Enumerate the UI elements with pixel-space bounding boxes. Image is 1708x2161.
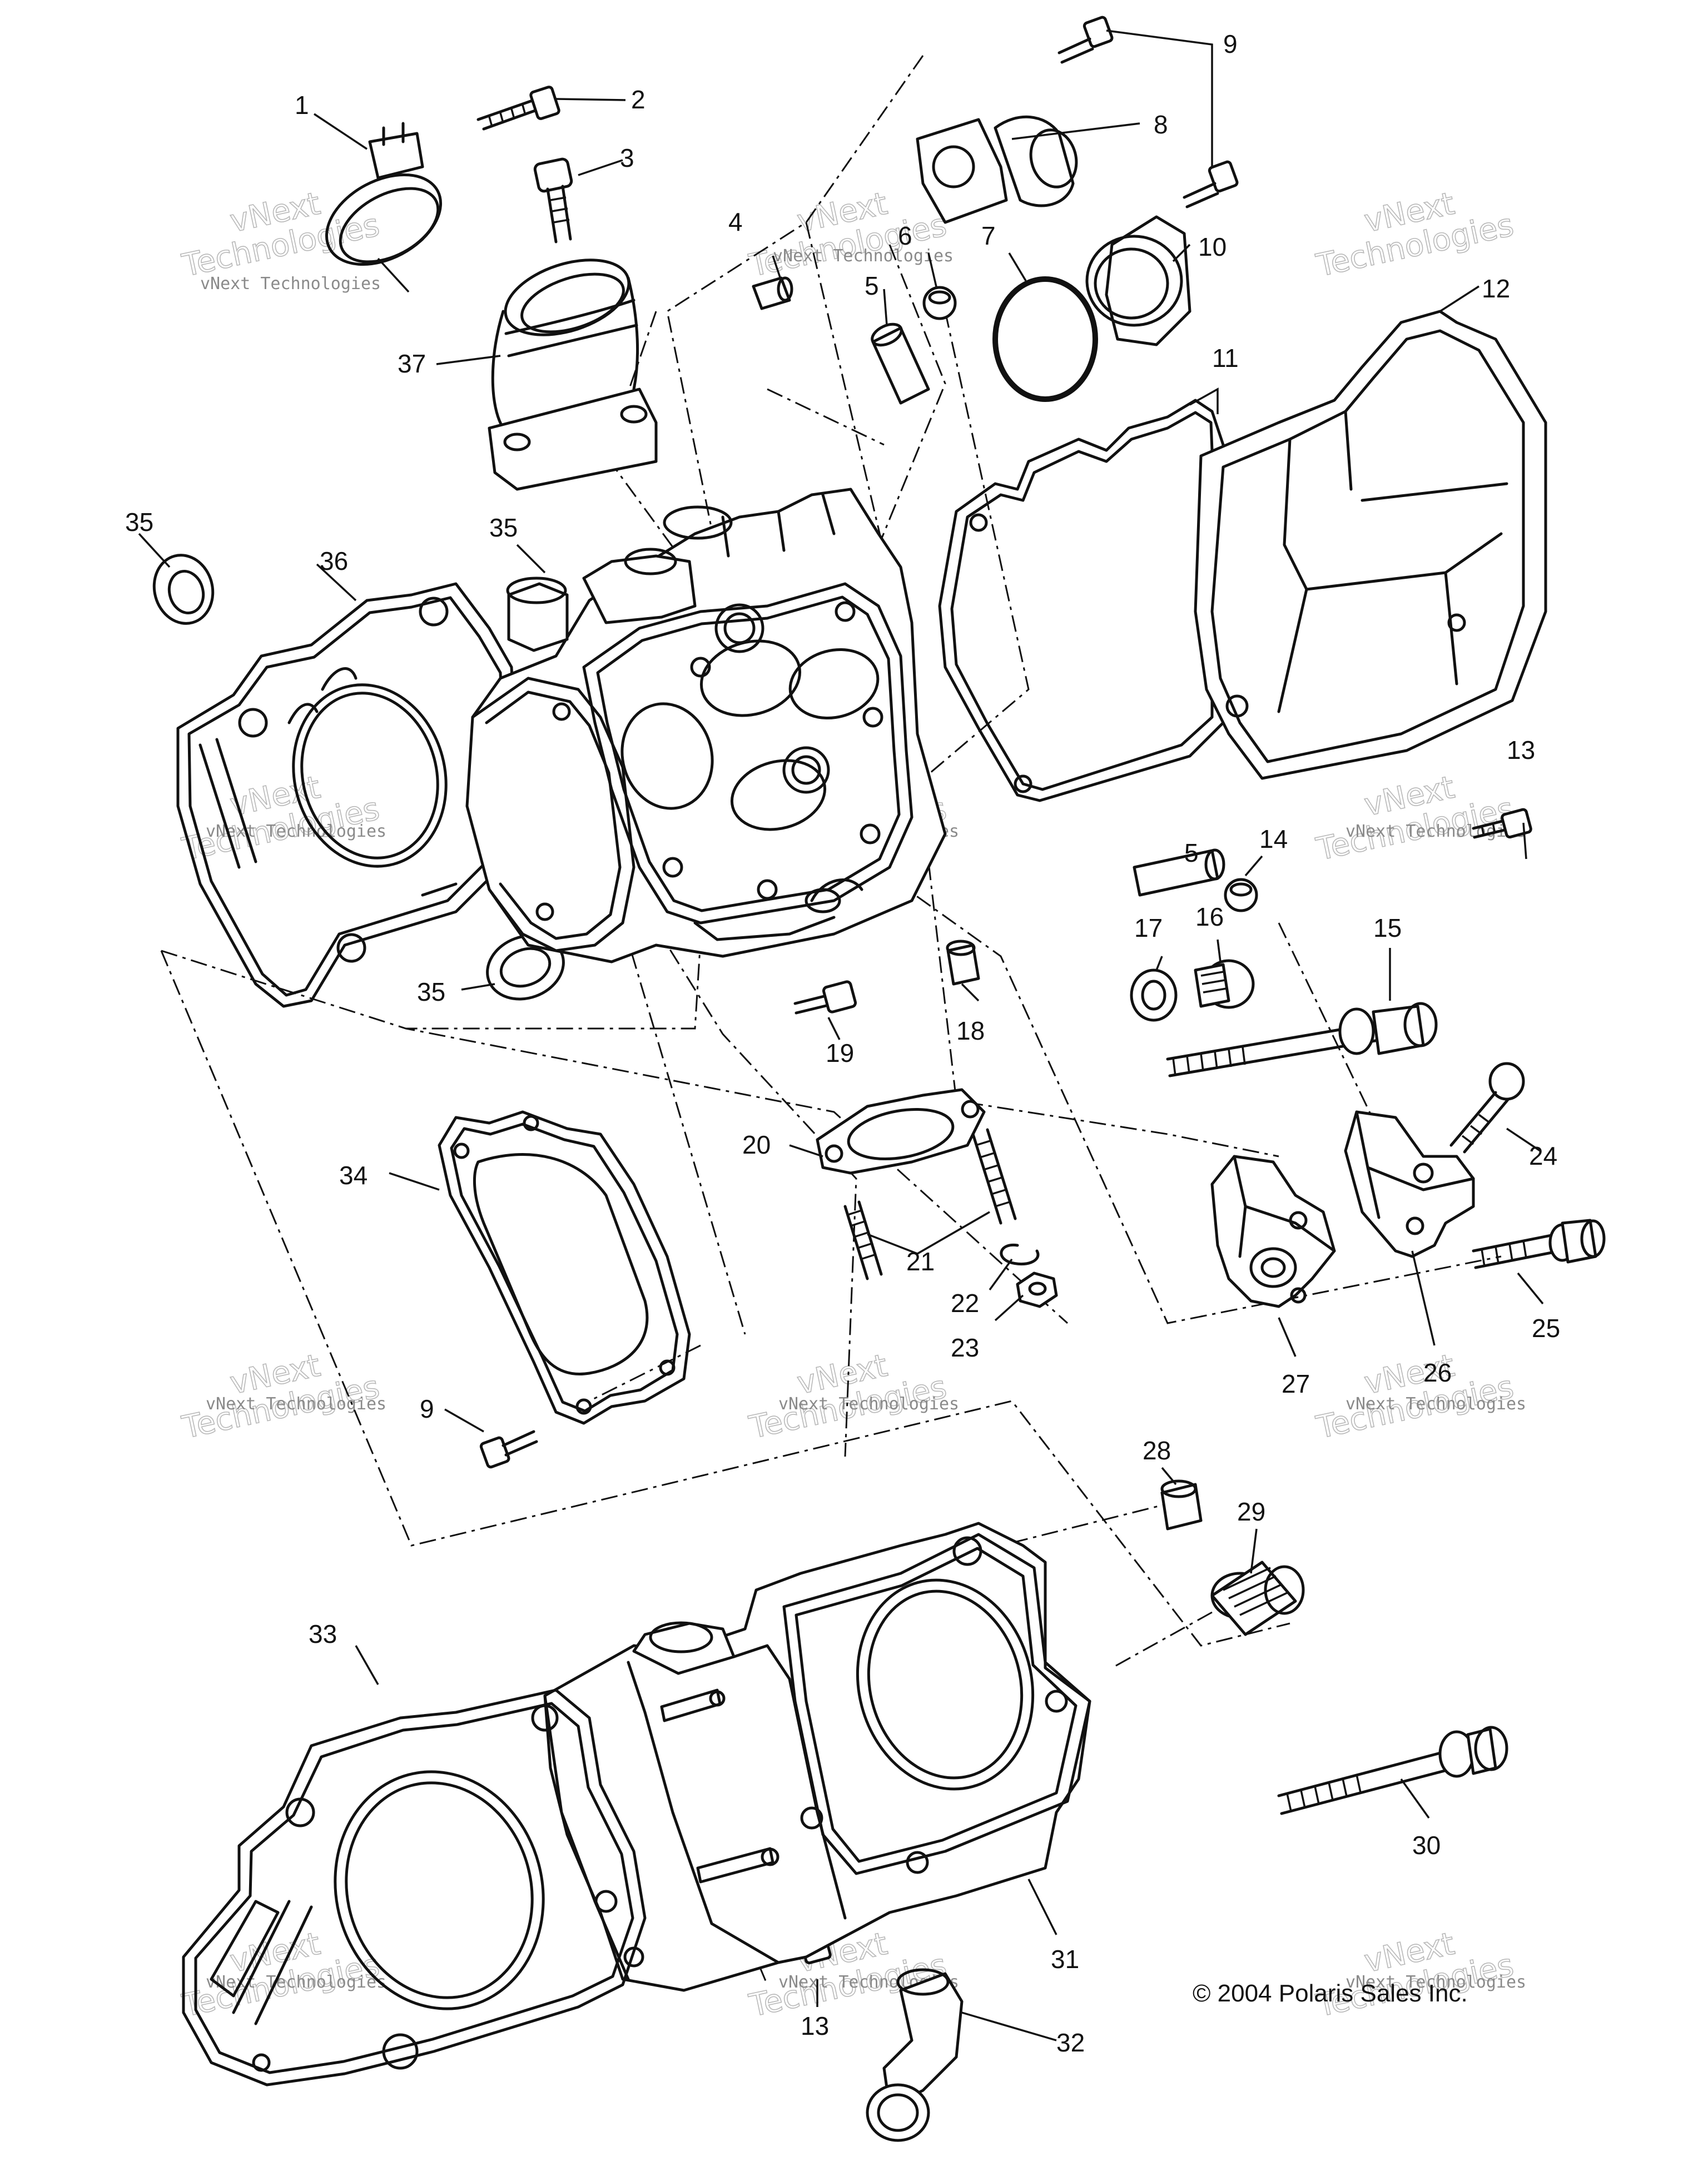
copyright-notice: © 2004 Polaris Sales Inc. <box>1193 1980 1468 2007</box>
part-16-sleeve <box>1194 959 1255 1009</box>
part-17-washer <box>1130 968 1178 1022</box>
callout-22: 22 <box>951 1289 979 1318</box>
leader-lines <box>138 29 1544 2041</box>
part-35-seal-lower <box>486 934 565 1001</box>
callout-35-lower: 35 <box>417 977 445 1006</box>
part-35-seal-left <box>152 554 215 625</box>
callout-28: 28 <box>1143 1436 1171 1465</box>
watermark-small: vNext Technologies <box>206 1973 386 1992</box>
part-5-valve-guide-upper <box>871 322 930 405</box>
callout-7: 7 <box>981 221 996 250</box>
watermark-small: vNext Technologies <box>1345 1973 1526 1992</box>
callout-17: 17 <box>1134 913 1163 942</box>
callout-14: 14 <box>1259 824 1288 853</box>
watermark-small: vNext Technologies <box>206 1394 386 1414</box>
part-25-bolt <box>1472 1219 1606 1269</box>
part-3-screw <box>533 157 573 244</box>
part-12-valve-cover <box>1194 310 1547 780</box>
watermark-small: vNext Technologies <box>200 274 381 294</box>
callout-23: 23 <box>951 1333 979 1362</box>
part-31-cylinder <box>543 1522 1091 1992</box>
callout-9-lower: 9 <box>420 1394 434 1423</box>
callout-35-top: 35 <box>489 513 518 542</box>
callout-18: 18 <box>956 1016 985 1045</box>
part-15-head-bolt <box>1166 1002 1438 1077</box>
watermark-small: vNext Technologies <box>778 1394 959 1414</box>
callout-2: 2 <box>631 85 646 114</box>
part-23-nut <box>1016 1271 1058 1308</box>
watermark-small: vNext Technologies <box>1345 1394 1526 1414</box>
part-7-o-ring <box>992 276 1098 402</box>
part-22-lock-washer <box>1000 1243 1040 1265</box>
callout-37: 37 <box>398 349 426 378</box>
part-21-stud-left <box>843 1200 883 1280</box>
callout-8: 8 <box>1154 110 1168 139</box>
part-28-dowel <box>1160 1479 1203 1531</box>
callout-21: 21 <box>906 1247 935 1276</box>
part-32-water-elbow <box>866 1968 964 2142</box>
part-29-stud <box>1210 1561 1305 1636</box>
watermark-small: vNext Technologies <box>206 822 386 841</box>
callout-9: 9 <box>1223 29 1238 58</box>
part-9-bolt-right <box>1183 160 1239 208</box>
part-14-valve-seal <box>1224 878 1258 912</box>
part-33-base-gasket <box>182 1688 647 2087</box>
callout-6: 6 <box>898 221 912 250</box>
part-5-valve-guide-lower <box>1133 848 1225 897</box>
callout-5-lower: 5 <box>1184 838 1199 867</box>
callout-33: 33 <box>309 1619 337 1648</box>
callout-1: 1 <box>295 91 309 120</box>
callout-11: 11 <box>1212 344 1239 372</box>
callout-19: 19 <box>826 1039 854 1067</box>
part-9-bolt-lower <box>479 1430 538 1469</box>
part-2-bolt <box>476 86 560 131</box>
callout-36: 36 <box>320 547 348 575</box>
callout-30: 30 <box>1412 1831 1441 1860</box>
callout-29: 29 <box>1237 1497 1265 1526</box>
part-27-bracket <box>1210 1155 1336 1308</box>
callout-13-lower: 13 <box>801 2011 829 2040</box>
callout-10: 10 <box>1198 232 1227 261</box>
part-21-stud-right <box>971 1128 1017 1225</box>
callout-24: 24 <box>1529 1141 1557 1170</box>
callout-15: 15 <box>1373 913 1402 942</box>
callout-31: 31 <box>1051 1945 1079 1974</box>
part-26-bracket <box>1344 1110 1475 1258</box>
callout-5: 5 <box>865 271 879 300</box>
part-1-hose-clamp <box>325 122 443 266</box>
callout-3: 3 <box>620 143 634 172</box>
callout-16: 16 <box>1195 902 1224 931</box>
callout-34: 34 <box>339 1161 368 1190</box>
callout-4: 4 <box>728 207 743 236</box>
callout-13: 13 <box>1507 736 1535 764</box>
callout-26: 26 <box>1423 1358 1452 1387</box>
part-37-intake-boot <box>488 259 658 491</box>
callout-35-left: 35 <box>125 508 153 536</box>
callout-25: 25 <box>1532 1314 1560 1343</box>
cylinder-head-upper <box>465 488 947 963</box>
callout-12: 12 <box>1482 274 1510 303</box>
callout-32: 32 <box>1056 2028 1085 2057</box>
part-9-bolt-upper <box>1057 16 1114 64</box>
callout-27: 27 <box>1282 1369 1310 1398</box>
part-18-dowel <box>946 940 980 986</box>
part-11-valve-cover-gasket <box>938 399 1225 802</box>
part-20-exhaust-gasket <box>816 1088 986 1175</box>
part-24-bolt <box>1449 1062 1525 1154</box>
part-30-long-bolt <box>1277 1726 1508 1815</box>
callout-20: 20 <box>742 1130 771 1159</box>
part-6-valve-seal <box>922 286 957 320</box>
part-10-thermostat-housing <box>1085 215 1191 346</box>
watermark-small: vNext Technologies <box>773 246 954 266</box>
callout-labels: 1 2 3 4 5 6 7 8 9 10 11 12 13 14 15 16 1… <box>125 29 1560 2057</box>
part-4-dowel <box>752 276 793 310</box>
part-34-lower-gasket <box>438 1110 691 1425</box>
part-19-bolt <box>793 980 857 1015</box>
